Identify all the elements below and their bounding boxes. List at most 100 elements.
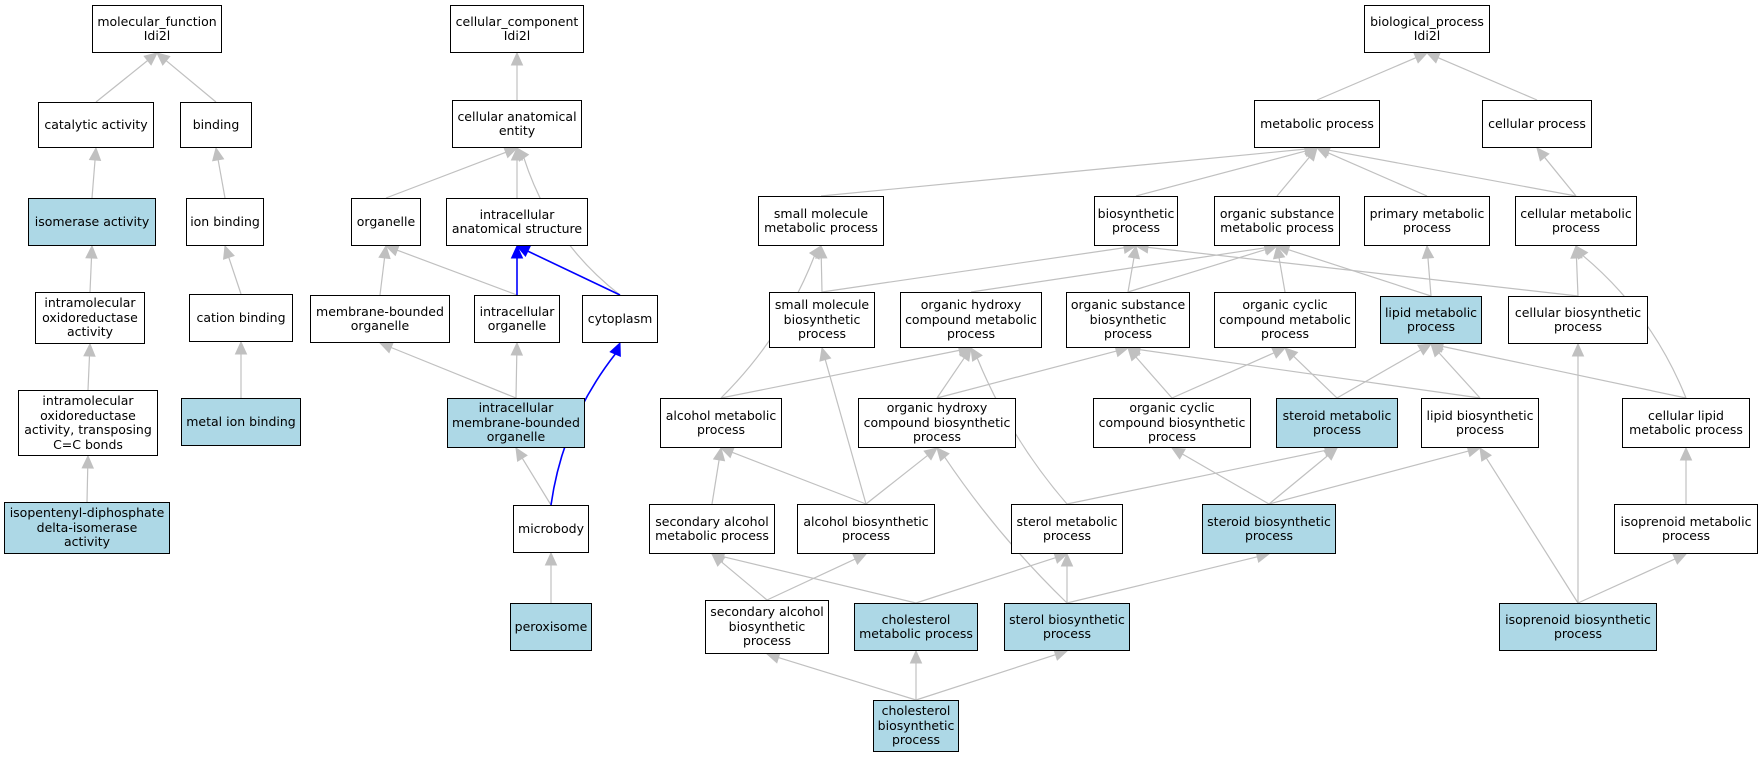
node-metabolic-process[interactable]: metabolic process <box>1254 100 1380 148</box>
node-lipid-metabolic-process[interactable]: lipid metabolic process <box>1380 296 1482 344</box>
node-organic-substance-biosynthetic-process[interactable]: organic substance biosynthetic process <box>1066 292 1190 348</box>
node-steroid-biosynthetic-process[interactable]: steroid biosynthetic process <box>1202 504 1336 554</box>
node-cation-binding[interactable]: cation binding <box>189 294 293 342</box>
edge-org_cyclic_bio-to-org_cyclic_met <box>1171 352 1275 399</box>
node-metal-ion-binding[interactable]: metal ion binding <box>181 398 301 446</box>
node-secondary-alcohol-metabolic-process[interactable]: secondary alcohol metabolic process <box>649 504 775 554</box>
edge-intramol_transp-to-intramol_oxido <box>87 355 91 391</box>
arrowhead-cation_binding-to-ion_binding <box>222 244 235 260</box>
node-intramolecular-oxidoreductase-transposing[interactable]: intramolecular oxidoreductase activity, … <box>18 390 158 456</box>
edge-org_cyclic_bio-to-org_sub_bio <box>1135 356 1173 399</box>
edge-intramol_oxido-to-isomerase <box>89 257 93 293</box>
node-cholesterol-metabolic-process[interactable]: cholesterol metabolic process <box>854 603 978 651</box>
node-lipid-biosynthetic-process[interactable]: lipid biosynthetic process <box>1421 398 1539 448</box>
edge-org_sub_bio-to-org_sub_met <box>1127 248 1266 293</box>
arrowhead-intramol_oxido-to-isomerase <box>85 244 98 259</box>
node-organic-substance-metabolic-process[interactable]: organic substance metabolic process <box>1214 196 1340 246</box>
node-peroxisome[interactable]: peroxisome <box>510 603 592 651</box>
node-intramolecular-oxidoreductase-activity[interactable]: intramolecular oxidoreductase activity <box>35 292 145 344</box>
arrowhead-isoprenoid_met-to-cell_lipid_met <box>1679 446 1693 461</box>
node-molecular-function-root[interactable]: molecular_function Idi2l <box>92 5 222 53</box>
node-intracellular-organelle[interactable]: intracellular organelle <box>474 295 560 343</box>
node-steroid-metabolic-process[interactable]: steroid metabolic process <box>1276 398 1398 448</box>
node-binding[interactable]: binding <box>180 102 252 148</box>
node-small-molecule-biosynthetic-process[interactable]: small molecule biosynthetic process <box>769 292 875 348</box>
arrowhead-sec_alcohol_met-to-alcohol_met <box>712 446 726 462</box>
node-cytoplasm[interactable]: cytoplasm <box>582 295 658 343</box>
arrowhead-isomerase-to-catalytic <box>88 146 102 161</box>
edge-cell_lipid_met-to-lipid_met <box>1442 345 1687 399</box>
node-cellular-lipid-metabolic-process[interactable]: cellular lipid metabolic process <box>1622 398 1750 448</box>
edge-lipid_met-to-primary_met <box>1427 257 1432 297</box>
arrowhead-isoprenoid_bio-to-cell_bio <box>1571 342 1585 357</box>
arrowhead-alcohol_met-to-small_mol_met <box>808 244 822 260</box>
edge-cytoplasm-to-intracell_anat <box>527 250 621 296</box>
edge-steroid_bio-to-lipid_bio <box>1268 450 1469 505</box>
node-alcohol-metabolic-process[interactable]: alcohol metabolic process <box>660 398 782 448</box>
arrowhead-intracell_org-to-intracell_anat <box>510 244 524 259</box>
node-cellular-anatomical-entity[interactable]: cellular anatomical entity <box>452 100 582 148</box>
node-organic-cyclic-compound-biosynthetic-process[interactable]: organic cyclic compound biosynthetic pro… <box>1093 398 1251 448</box>
node-isomerase-activity[interactable]: isomerase activity <box>28 198 156 246</box>
edge-alcohol_bio-to-small_mol_bio <box>824 359 867 505</box>
node-biological-process-root[interactable]: biological_process Idi2l <box>1364 5 1490 53</box>
node-cellular-biosynthetic-process[interactable]: cellular biosynthetic process <box>1508 296 1648 344</box>
arrowhead-microbody-to-cytoplasm <box>609 341 621 357</box>
edge-microbody-to-intracell_mem_org <box>521 457 552 506</box>
edge-intracell_mem_org-to-intracell_org <box>515 354 518 399</box>
arrowhead-cholesterol_bio-to-sterol_bio <box>1053 648 1069 661</box>
arrowhead-cytoplasm-to-cell_anat <box>516 147 530 162</box>
edge-lipid_met-to-org_sub_met <box>1288 249 1432 297</box>
arrowhead-cell_anat-to-cc_root <box>510 51 524 66</box>
edge-isoprenoid_bio-to-isoprenoid_met <box>1577 558 1676 604</box>
node-alcohol-biosynthetic-process[interactable]: alcohol biosynthetic process <box>797 504 935 554</box>
arrowhead-alcohol_bio-to-org_hydroxy_bio <box>923 447 938 461</box>
node-cholesterol-biosynthetic-process[interactable]: cholesterol biosynthetic process <box>873 700 959 752</box>
arrowhead-org_cyclic_bio-to-org_cyclic_met <box>1271 347 1287 359</box>
node-secondary-alcohol-biosynthetic-process[interactable]: secondary alcohol biosynthetic process <box>705 600 829 654</box>
edge-cholesterol_met-to-sec_alcohol_met <box>723 556 917 604</box>
edge-cell_bio-to-biosynthetic <box>1147 246 1579 297</box>
edge-primary_met-to-metabolic <box>1327 152 1428 197</box>
arrowhead-intracell_mem_org-to-intracell_org <box>510 341 524 356</box>
node-cellular-component-root[interactable]: cellular_component Idi2l <box>450 5 584 53</box>
edge-catalytic-to-mf_root <box>95 60 149 103</box>
edge-cholesterol_bio-to-sec_alcohol_bio <box>778 656 917 701</box>
arrowhead-cell_met-to-cellular_proc <box>1536 147 1550 162</box>
edge-sterol_met-to-org_hydroxy_met <box>976 357 1068 505</box>
edge-steroid_bio-to-org_cyclic_bio <box>1182 453 1270 505</box>
arrowhead-catalytic-to-mf_root <box>143 52 158 66</box>
node-catalytic-activity[interactable]: catalytic activity <box>38 102 154 148</box>
node-microbody[interactable]: microbody <box>513 505 589 553</box>
node-primary-metabolic-process[interactable]: primary metabolic process <box>1364 196 1490 246</box>
node-intracellular-anatomical-structure[interactable]: intracellular anatomical structure <box>446 198 588 246</box>
node-organelle[interactable]: organelle <box>351 198 421 246</box>
arrowhead-metal_ion-to-cation_binding <box>234 340 248 355</box>
edge-sec_alcohol_met-to-alcohol_met <box>711 459 720 505</box>
node-organic-hydroxy-compound-metabolic-process[interactable]: organic hydroxy compound metabolic proce… <box>900 292 1042 348</box>
edge-ion_binding-to-binding <box>217 159 226 199</box>
node-intracellular-membrane-bounded-organelle[interactable]: intracellular membrane-bounded organelle <box>447 398 585 448</box>
node-sterol-metabolic-process[interactable]: sterol metabolic process <box>1011 504 1123 554</box>
node-isoprenoid-biosynthetic-process[interactable]: isoprenoid biosynthetic process <box>1499 603 1657 651</box>
node-sterol-biosynthetic-process[interactable]: sterol biosynthetic process <box>1004 603 1130 651</box>
arrowhead-org_hydroxy_bio-to-org_hydroxy_met <box>958 347 972 362</box>
node-ion-binding[interactable]: ion binding <box>186 198 264 246</box>
node-organic-cyclic-compound-metabolic-process[interactable]: organic cyclic compound metabolic proces… <box>1214 292 1356 348</box>
node-small-molecule-metabolic-process[interactable]: small molecule metabolic process <box>758 196 884 246</box>
edge-small_mol_bio-to-biosynthetic <box>821 247 1125 293</box>
node-cellular-process[interactable]: cellular process <box>1482 100 1592 148</box>
edge-steroid_bio-to-steroid_met <box>1268 455 1329 505</box>
edge-cholesterol_met-to-sterol_met <box>915 557 1056 604</box>
node-membrane-bounded-organelle[interactable]: membrane-bounded organelle <box>310 295 450 343</box>
arrowhead-org_sub_met-to-metabolic <box>1304 147 1318 162</box>
edge-cell_met-to-metabolic <box>1328 149 1577 197</box>
edge-org_sub_bio-to-biosynthetic <box>1127 257 1135 293</box>
node-isoprenoid-metabolic-process[interactable]: isoprenoid metabolic process <box>1614 504 1758 554</box>
node-biosynthetic-process[interactable]: biosynthetic process <box>1094 196 1178 246</box>
node-cellular-metabolic-process[interactable]: cellular metabolic process <box>1515 196 1637 246</box>
node-organic-hydroxy-compound-biosynthetic-process[interactable]: organic hydroxy compound biosynthetic pr… <box>858 398 1016 448</box>
arrowhead-org_cyclic_met-to-org_sub_met <box>1272 244 1286 260</box>
node-isopentenyl-diphosphate-isomerase[interactable]: isopentenyl-diphosphate delta-isomerase … <box>4 502 170 554</box>
arrowhead-intramol_transp-to-intramol_oxido <box>83 342 96 357</box>
